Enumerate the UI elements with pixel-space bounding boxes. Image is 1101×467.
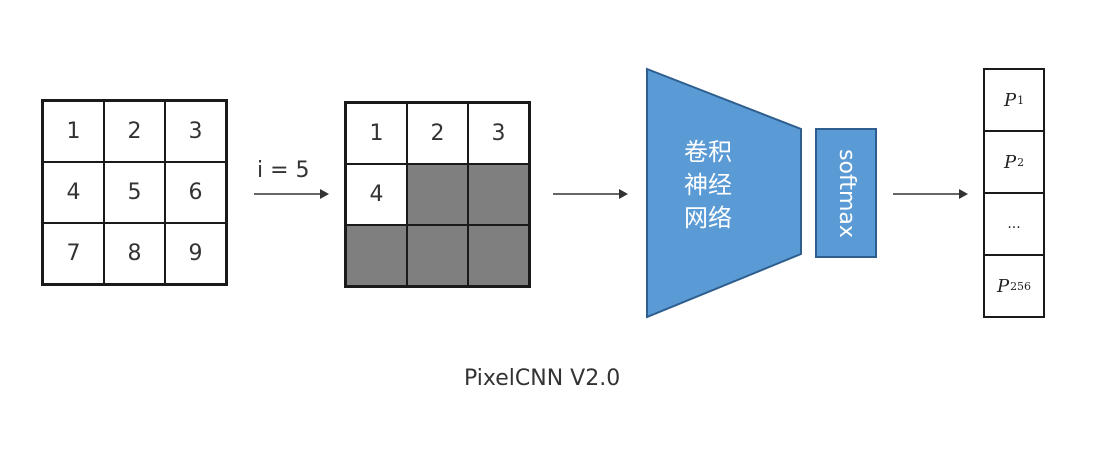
probability-cell-ellipsis: ...: [985, 194, 1043, 256]
masked-grid-cell: 4: [346, 164, 407, 225]
diagram-caption: PixelCNN V2.0: [464, 366, 621, 391]
prob-symbol: P: [1003, 89, 1017, 111]
softmax-label: softmax: [833, 148, 859, 238]
masked-grid-cell: [407, 164, 468, 225]
arrow-right-icon: [254, 189, 329, 199]
input-cell: 4: [43, 162, 104, 223]
masked-pixel-grid: 1 2 3 4: [344, 101, 531, 288]
step-label: i = 5: [257, 158, 310, 183]
input-pixel-grid: 1 2 3 4 5 6 7 8 9: [41, 99, 228, 286]
masked-grid-cell: 1: [346, 103, 407, 164]
cnn-label: 卷积 神经 网络: [668, 136, 748, 235]
cnn-label-line: 卷积: [684, 138, 732, 166]
prob-symbol: P: [1003, 151, 1017, 173]
ellipsis: ...: [1007, 216, 1021, 232]
cnn-trapezoid-shape: [646, 67, 802, 319]
input-cell: 9: [165, 223, 226, 284]
input-cell: 2: [104, 101, 165, 162]
arrow-right-icon: [553, 189, 628, 199]
masked-grid-cell: [346, 225, 407, 286]
softmax-box: softmax: [815, 128, 877, 258]
prob-symbol: P: [996, 275, 1010, 297]
input-cell: 7: [43, 223, 104, 284]
input-cell: 3: [165, 101, 226, 162]
input-cell: 5: [104, 162, 165, 223]
cnn-label-line: 神经: [684, 171, 732, 199]
masked-grid-cell: 3: [468, 103, 529, 164]
cnn-label-line: 网络: [684, 204, 732, 232]
masked-grid-cell: 2: [407, 103, 468, 164]
input-cell: 8: [104, 223, 165, 284]
masked-grid-cell: [407, 225, 468, 286]
input-cell: 1: [43, 101, 104, 162]
input-cell: 6: [165, 162, 226, 223]
masked-grid-cell: [468, 164, 529, 225]
arrow-right-icon: [893, 189, 968, 199]
prob-index: 1: [1017, 93, 1025, 107]
prob-index: 2: [1017, 155, 1025, 169]
prob-index: 256: [1010, 279, 1032, 293]
masked-grid-cell: [468, 225, 529, 286]
